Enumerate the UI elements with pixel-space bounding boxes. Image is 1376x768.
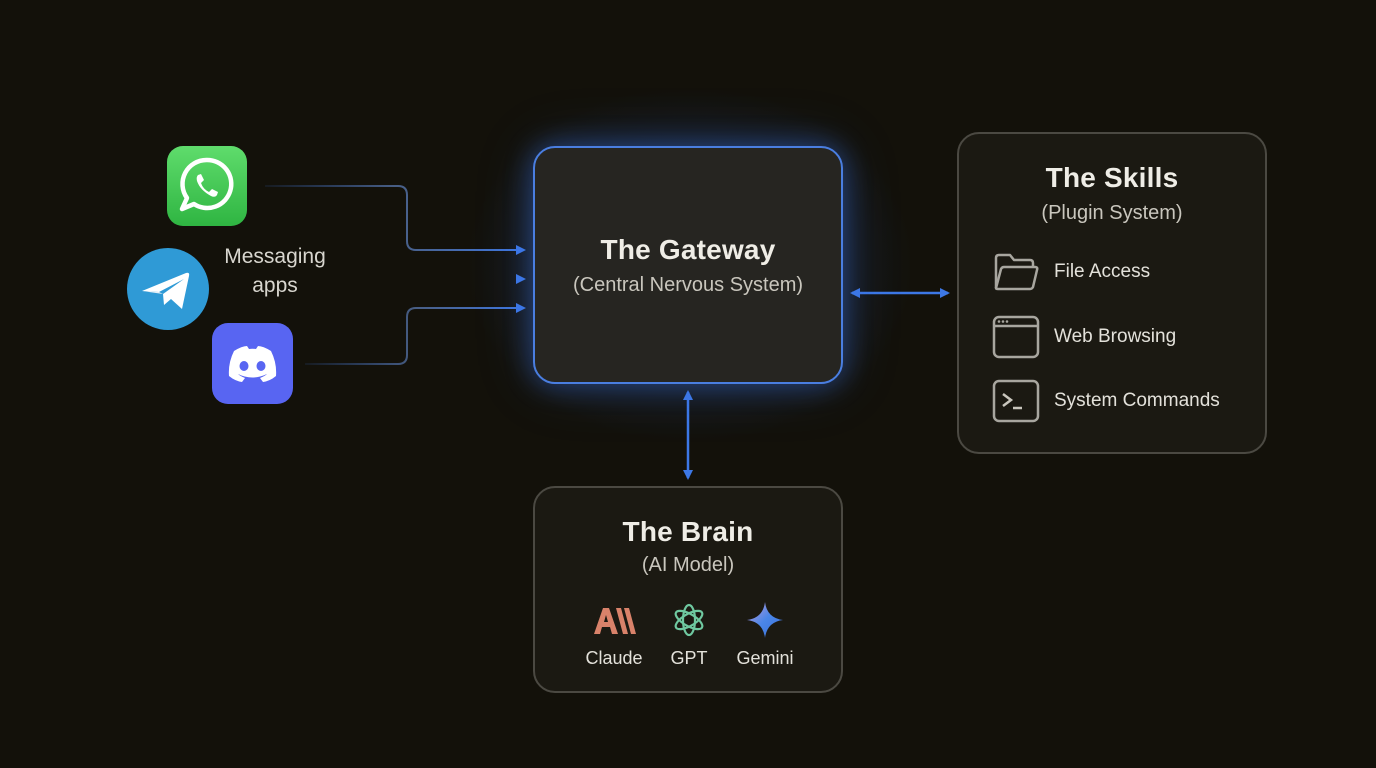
model-gemini: Gemini bbox=[725, 600, 805, 669]
browser-window-icon bbox=[992, 315, 1040, 359]
model-label: Gemini bbox=[736, 648, 794, 668]
model-gpt: GPT bbox=[649, 600, 729, 669]
skill-label: File Access bbox=[1054, 261, 1151, 282]
skill-label: System Commands bbox=[1054, 390, 1220, 411]
terminal-icon bbox=[992, 379, 1040, 423]
brain-box: The Brain (AI Model) Claude GPT Gemini bbox=[533, 486, 843, 693]
telegram-app bbox=[126, 247, 210, 331]
messaging-apps-label: Messaging apps bbox=[208, 242, 342, 300]
gateway-box: The Gateway (Central Nervous System) bbox=[533, 146, 843, 384]
messaging-label-line2: apps bbox=[252, 274, 298, 297]
model-label: Claude bbox=[585, 648, 643, 668]
skill-item-web-browsing: Web Browsing bbox=[992, 315, 1176, 359]
whatsapp-icon bbox=[167, 146, 247, 226]
discord-app bbox=[212, 323, 293, 404]
brain-title: The Brain bbox=[622, 516, 754, 547]
skills-box: The Skills (Plugin System) File Access W… bbox=[957, 132, 1267, 454]
gemini-sparkle-icon bbox=[747, 602, 783, 638]
connector-discord-gateway bbox=[305, 303, 526, 365]
gateway-subtitle: (Central Nervous System) bbox=[572, 273, 804, 296]
telegram-icon bbox=[127, 248, 209, 330]
skill-item-system-commands: System Commands bbox=[992, 379, 1220, 423]
model-claude: Claude bbox=[574, 600, 654, 669]
discord-icon bbox=[212, 323, 293, 404]
gateway-title: The Gateway bbox=[600, 233, 776, 265]
anthropic-icon bbox=[594, 608, 636, 634]
model-label: GPT bbox=[670, 648, 708, 668]
connector-whatsapp-gateway bbox=[265, 185, 526, 255]
skill-label: Web Browsing bbox=[1054, 326, 1177, 347]
skills-subtitle: (Plugin System) bbox=[1041, 202, 1183, 224]
messaging-label-line1: Messaging bbox=[224, 245, 326, 268]
folder-icon bbox=[994, 253, 1039, 291]
brain-subtitle: (AI Model) bbox=[641, 554, 735, 576]
openai-icon bbox=[674, 603, 704, 637]
skills-title: The Skills bbox=[1045, 162, 1179, 193]
skill-item-file-access: File Access bbox=[992, 250, 1150, 294]
whatsapp-app bbox=[167, 146, 247, 226]
